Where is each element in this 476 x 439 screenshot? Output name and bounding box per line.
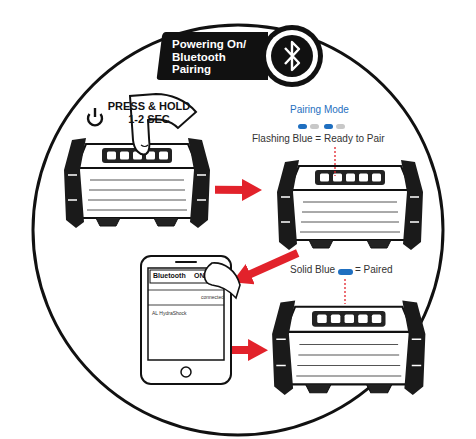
speaker-step: Pairing ModeFlashing Blue = Ready to Pai… — [262, 103, 432, 253]
speaker-step: Solid Blue = Paired — [268, 262, 436, 402]
step-label: AL HydraShock — [152, 311, 222, 317]
speaker-step: PRESS & HOLD 1-2 SEC — [65, 98, 215, 233]
badge-center — [271, 35, 313, 77]
red-arrow — [245, 253, 298, 277]
step-label: Bluetooth — [153, 272, 198, 280]
frame-circle — [33, 25, 443, 435]
badge-circle — [261, 25, 323, 87]
step-label: = Paired — [355, 264, 430, 276]
red-arrow — [215, 186, 248, 194]
step-label: Solid Blue — [268, 264, 335, 276]
step-label: PRESS & HOLD 1-2 SEC — [103, 100, 195, 125]
speaker-3 — [272, 300, 425, 395]
power-icon — [88, 108, 102, 125]
screen — [148, 268, 224, 360]
pairing-leds — [298, 124, 345, 129]
speaker-2 — [277, 160, 423, 250]
toggle-row — [150, 270, 222, 283]
red-arrow — [232, 346, 254, 354]
led-gray — [310, 124, 319, 129]
phone: BluetoothON connected AL HydraShock — [140, 255, 232, 385]
step-label: ON — [194, 272, 214, 280]
home-button — [181, 367, 191, 377]
bluetooth-symbol — [285, 42, 299, 70]
title-badge — [157, 32, 268, 80]
list-lines — [148, 290, 224, 305]
step-label: Flashing Blue = Ready to Pair — [252, 133, 437, 145]
step-label: connected — [182, 295, 224, 301]
phone-earpiece — [176, 261, 196, 263]
step-label: Pairing Mode — [290, 104, 370, 116]
fingernail — [141, 145, 148, 147]
badge-ring — [266, 30, 318, 82]
title-text: Powering On/ Bluetooth Pairing — [172, 38, 256, 76]
led-solid-blue — [338, 269, 353, 275]
led-gray — [336, 124, 345, 129]
power-line — [94, 108, 96, 117]
led-blue — [298, 124, 307, 129]
led-blue — [324, 124, 333, 129]
phone-screen — [148, 262, 224, 377]
leader-line — [344, 279, 345, 304]
thumb — [204, 263, 240, 298]
leader-line — [334, 147, 335, 176]
